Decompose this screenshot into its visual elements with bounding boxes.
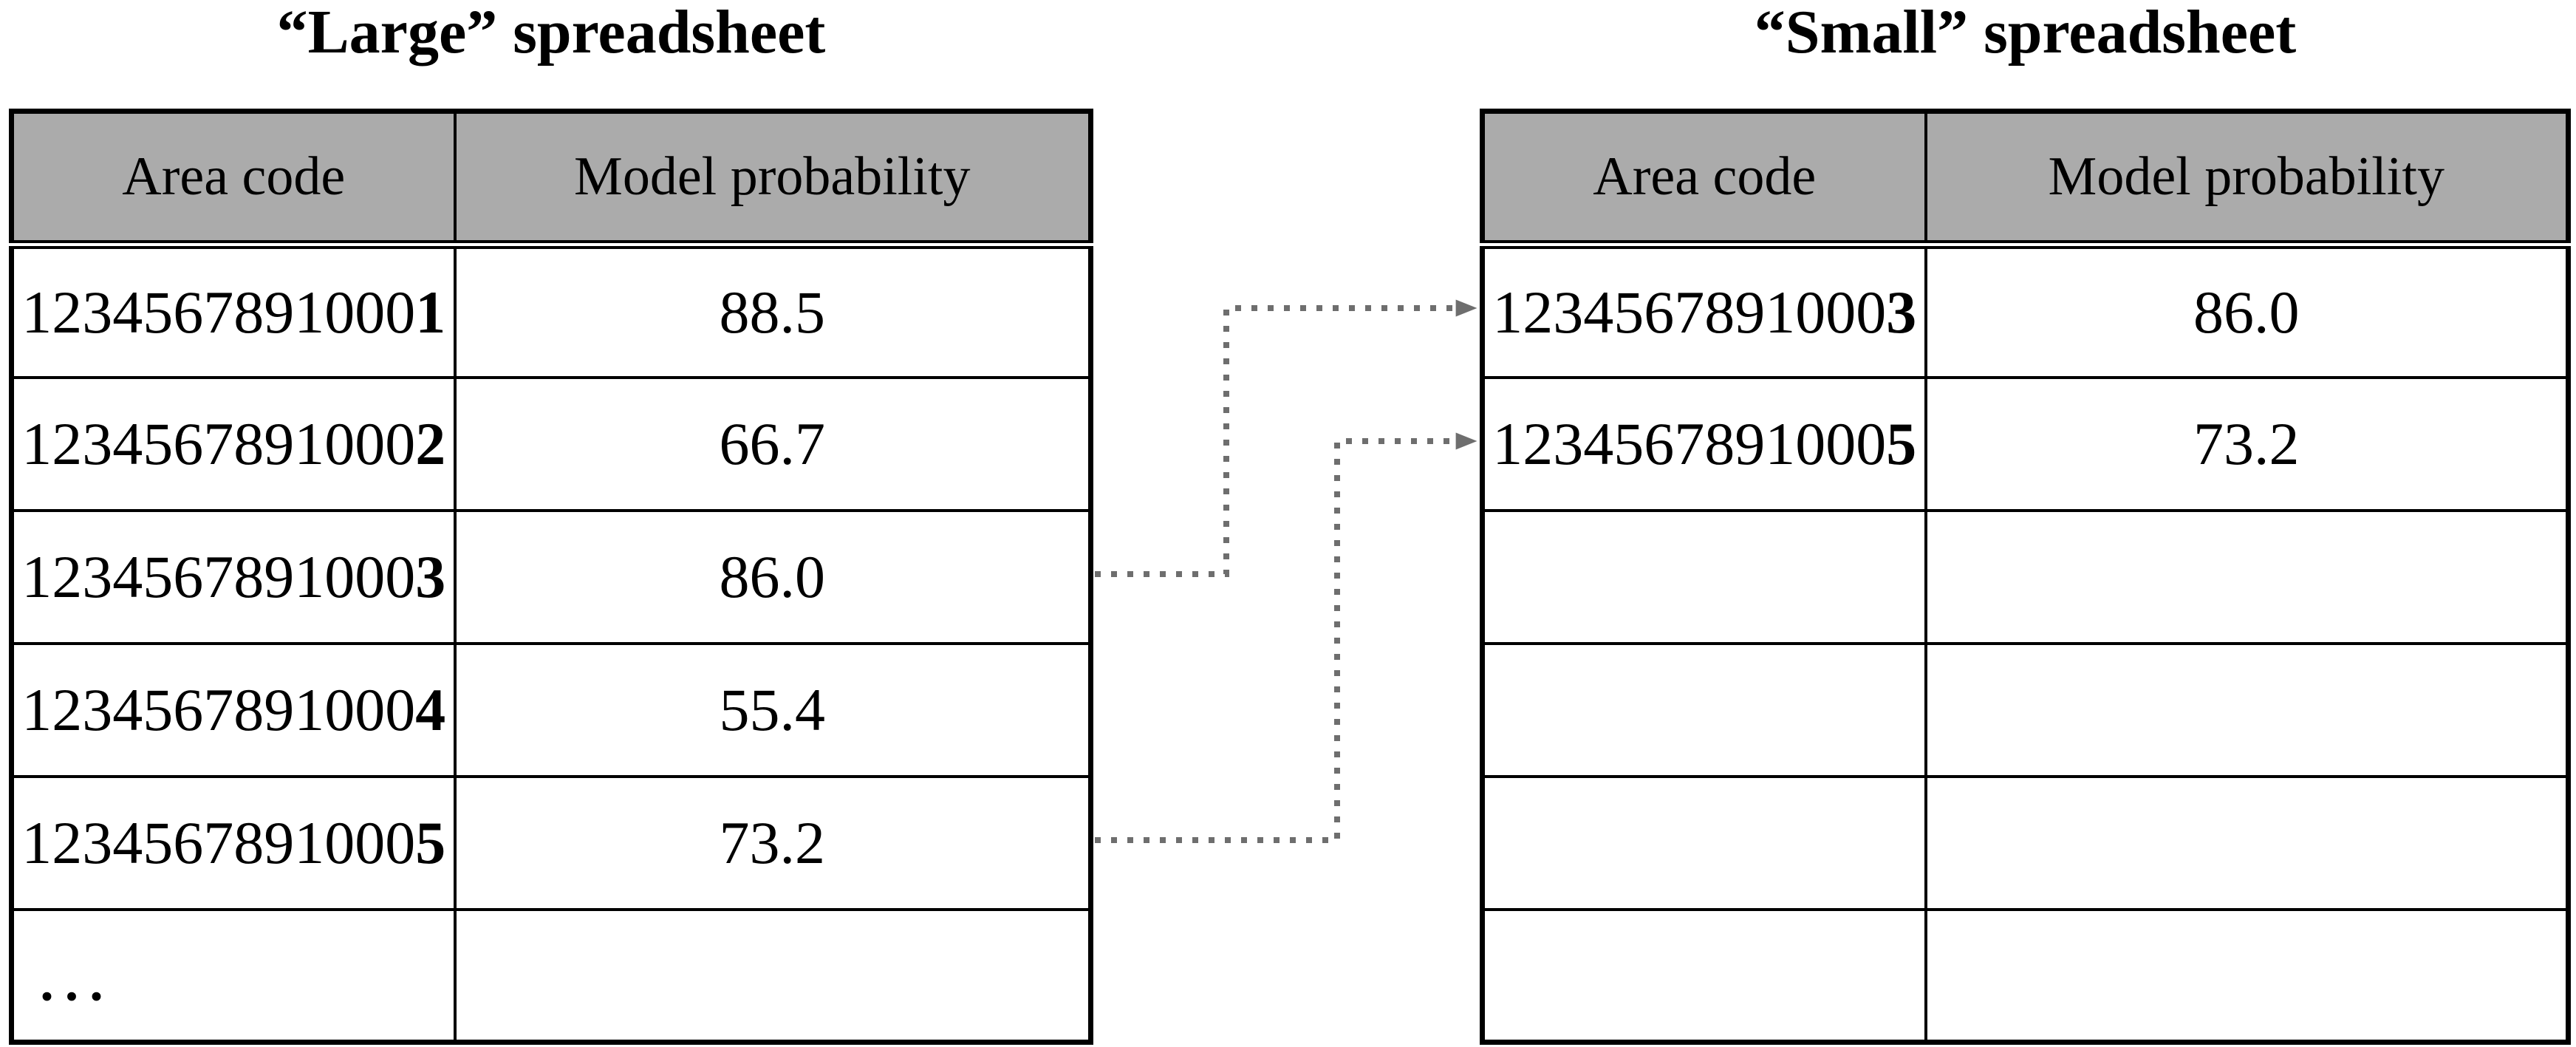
area-code-last-digit: 1 [415, 278, 446, 346]
arrow-row5-to-small-row2 [1095, 432, 1477, 843]
large-header-model-probability: Model probability [453, 109, 1093, 249]
large-spreadsheet-table: Area code Model probability 123456789100… [9, 109, 1093, 1045]
small-header-model-probability: Model probability [1924, 109, 2570, 249]
probability-cell: 88.5 [453, 242, 1093, 379]
small-header-row: Area code Model probability [1480, 109, 2570, 249]
empty-cell [1924, 774, 2570, 911]
ellipsis-cell: … [10, 907, 457, 1044]
area-code-last-digit: 5 [415, 808, 446, 876]
area-code-cell: 12345678910005 [1480, 375, 1927, 512]
area-code-last-digit: 2 [415, 409, 446, 477]
small-header-area-code: Area code [1480, 109, 1927, 249]
empty-cell [1924, 508, 2570, 645]
empty-cell [453, 907, 1093, 1044]
probability-cell: 66.7 [453, 375, 1093, 512]
probability-cell: 73.2 [1924, 375, 2570, 512]
table-row-empty [1480, 774, 2570, 911]
area-code-prefix: 1234567891000 [21, 542, 416, 610]
empty-cell [1924, 641, 2570, 778]
probability-cell: 55.4 [453, 641, 1093, 778]
large-header-area-code: Area code [10, 109, 457, 249]
probability-cell: 86.0 [1924, 242, 2570, 379]
table-row: 12345678910005 73.2 [1480, 375, 2570, 512]
area-code-cell: 12345678910005 [10, 774, 457, 911]
arrow-row3-to-small-row1 [1095, 299, 1477, 577]
empty-cell [1924, 907, 2570, 1044]
area-code-prefix: 1234567891000 [1492, 409, 1887, 477]
table-row: 12345678910002 66.7 [10, 375, 1093, 512]
area-code-last-digit: 3 [415, 542, 446, 610]
empty-cell [1480, 641, 1927, 778]
area-code-last-digit: 5 [1886, 409, 1917, 477]
table-row: 12345678910001 88.5 [10, 242, 1093, 379]
area-code-cell: 12345678910001 [10, 242, 457, 379]
table-row: 12345678910003 86.0 [1480, 242, 2570, 379]
empty-cell [1480, 508, 1927, 645]
empty-cell [1480, 907, 1927, 1044]
area-code-last-digit: 4 [415, 675, 446, 743]
area-code-prefix: 1234567891000 [21, 808, 416, 876]
area-code-last-digit: 3 [1886, 278, 1917, 346]
table-row: 12345678910003 86.0 [10, 508, 1093, 645]
table-row-empty [1480, 641, 2570, 778]
area-code-cell: 12345678910003 [1480, 242, 1927, 379]
probability-cell: 86.0 [453, 508, 1093, 645]
small-spreadsheet-table: Area code Model probability 123456789100… [1480, 109, 2571, 1045]
area-code-cell: 12345678910002 [10, 375, 457, 512]
probability-cell: 73.2 [453, 774, 1093, 911]
table-row-empty [1480, 508, 2570, 645]
large-header-row: Area code Model probability [10, 109, 1093, 249]
small-spreadsheet-title: “Small” spreadsheet [1754, 0, 2297, 66]
table-row-ellipsis: … [10, 907, 1093, 1044]
area-code-cell: 12345678910004 [10, 641, 457, 778]
area-code-prefix: 1234567891000 [1492, 278, 1887, 346]
table-row: 12345678910005 73.2 [10, 774, 1093, 911]
area-code-cell: 12345678910003 [10, 508, 457, 645]
area-code-prefix: 1234567891000 [21, 675, 416, 743]
large-spreadsheet-title: “Large” spreadsheet [276, 0, 826, 66]
area-code-prefix: 1234567891000 [21, 278, 416, 346]
table-row-empty [1480, 907, 2570, 1044]
table-row: 12345678910004 55.4 [10, 641, 1093, 778]
empty-cell [1480, 774, 1927, 911]
area-code-prefix: 1234567891000 [21, 409, 416, 477]
